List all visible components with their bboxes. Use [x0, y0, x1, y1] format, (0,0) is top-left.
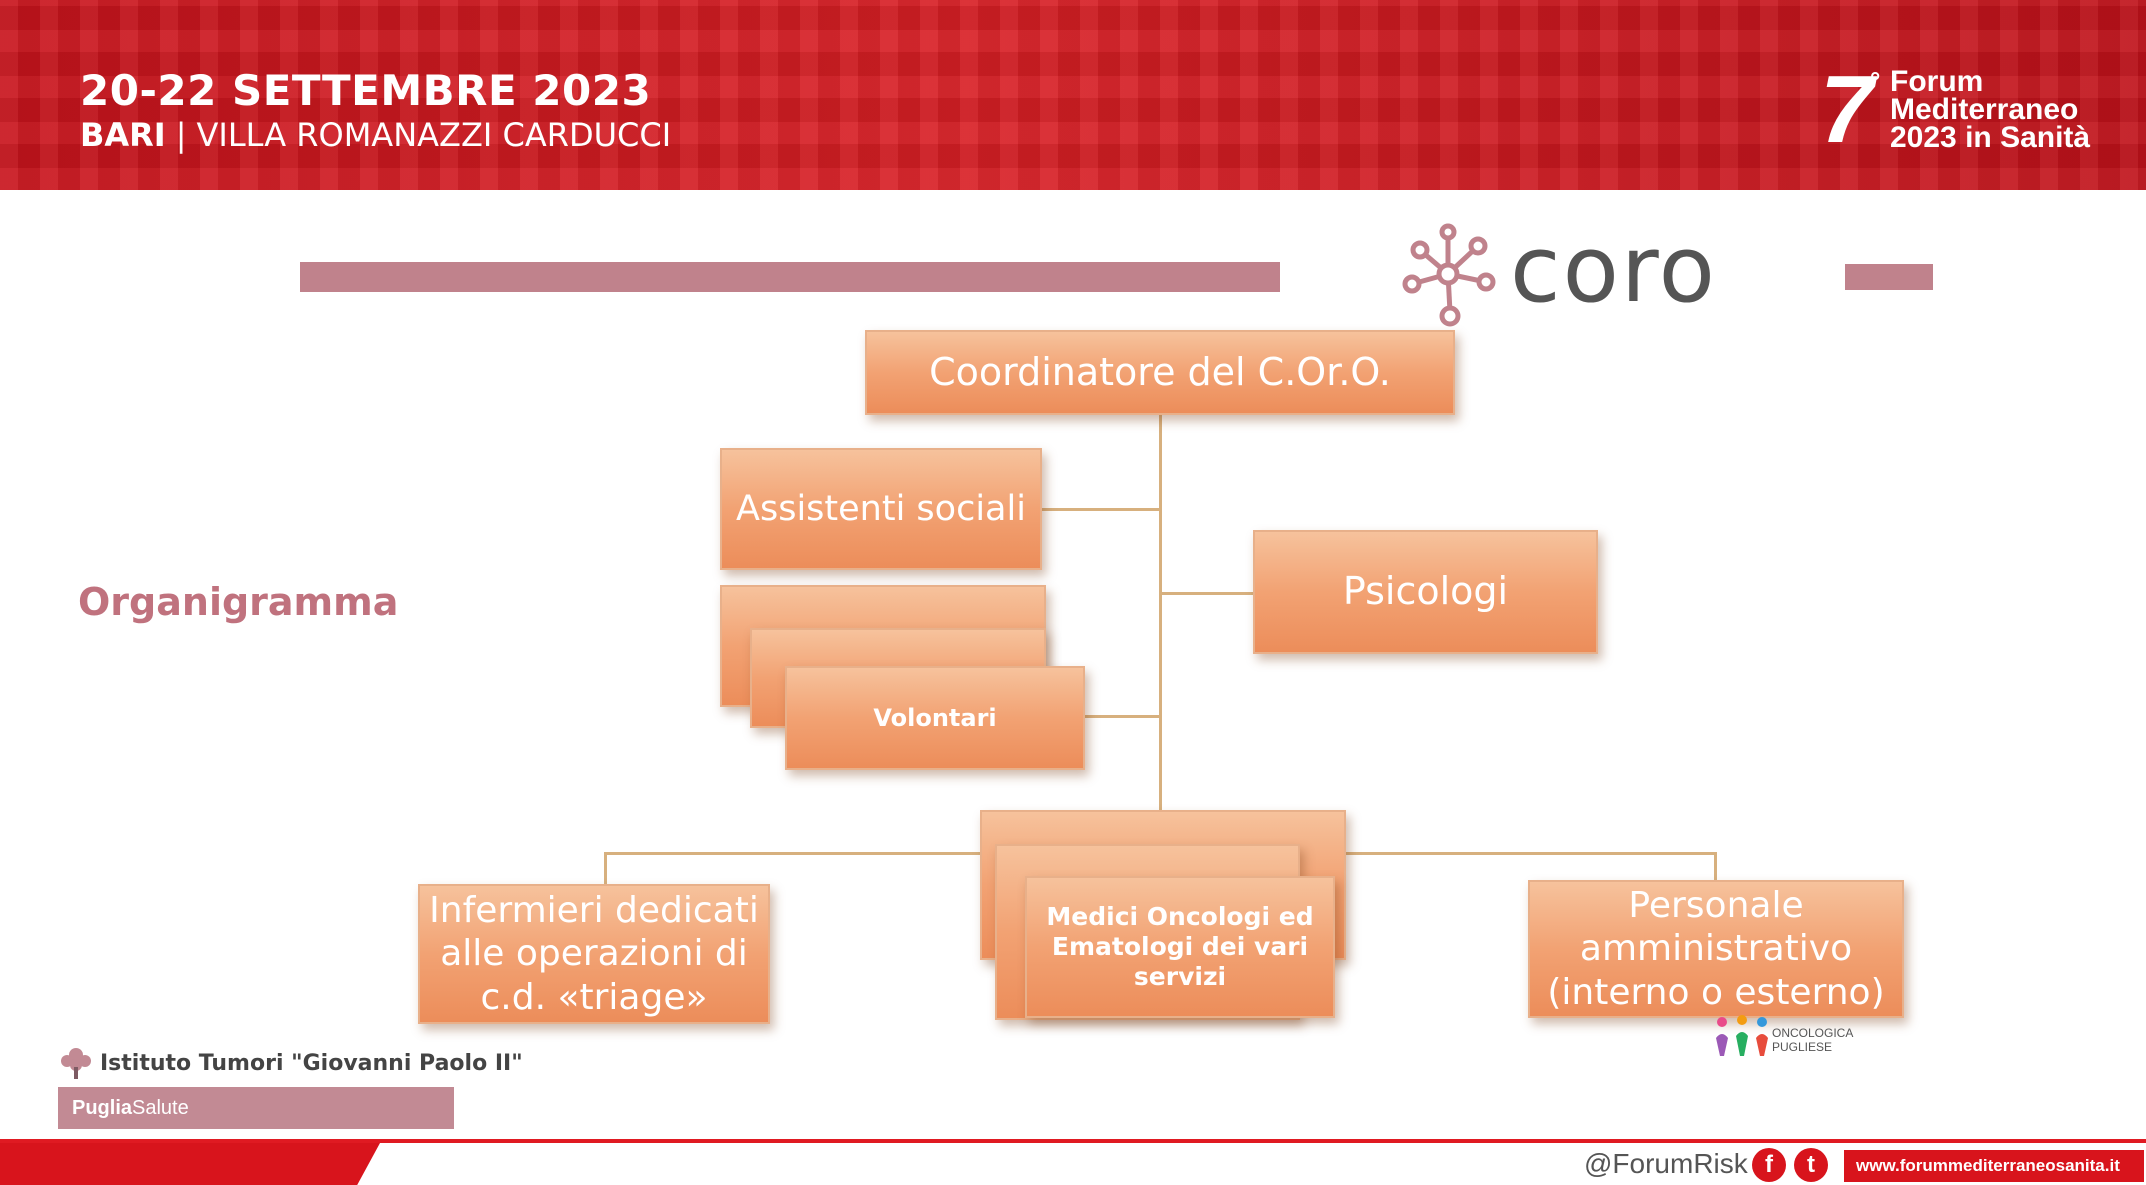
footer-red-band — [0, 1143, 380, 1185]
event-dates: 20-22 SETTEMBRE 2023 — [80, 66, 652, 115]
network-nodes-icon — [1402, 223, 1496, 327]
connector-personale-drop — [1714, 852, 1717, 882]
forum-title-line3: 2023 in Sanità — [1890, 121, 2091, 154]
rete-line2: PUGLIESE — [1772, 1040, 1833, 1054]
connector-volontari — [1046, 715, 1160, 718]
footer-social-handle[interactable]: @ForumRisk — [1584, 1148, 1748, 1179]
org-node-medici: Medici Oncologi ed Ematologi dei vari se… — [1025, 876, 1335, 1018]
event-city: BARI — [80, 116, 166, 154]
connector-assistenti — [1042, 508, 1160, 511]
facebook-icon[interactable]: f — [1752, 1148, 1786, 1182]
event-location: BARI|VILLA ROMANAZZI CARDUCCI — [80, 116, 671, 154]
connector-psicologi — [1160, 592, 1253, 595]
forum-degree-sign: ° — [1870, 66, 1881, 96]
org-node-infermieri: Infermieri dedicati alle operazioni di c… — [418, 884, 770, 1024]
rete-oncologica-logo: ONCOLOGICA PUGLIESE — [1712, 1012, 1892, 1072]
slide-side-title: Organigramma — [78, 580, 399, 624]
rete-oncologica-figures-icon — [1716, 1015, 1768, 1056]
event-venue: VILLA ROMANAZZI CARDUCCI — [196, 116, 672, 154]
footer-divider — [0, 1139, 2146, 1143]
title-accent-bar-right — [1845, 264, 1933, 290]
org-node-coordinator: Coordinatore del C.Or.O. — [865, 330, 1455, 415]
rete-line1: ONCOLOGICA — [1772, 1026, 1854, 1040]
org-node-assistenti-sociali: Assistenti sociali — [720, 448, 1042, 570]
coro-logo: coro — [1390, 216, 1740, 332]
footer-website-link[interactable]: www.forummediterraneosanita.it — [1844, 1150, 2144, 1182]
event-header-banner: 20-22 SETTEMBRE 2023 BARI|VILLA ROMANAZZ… — [0, 0, 2146, 190]
forum-title-line1: Forum — [1890, 65, 1984, 98]
rete-oncologica-text: ONCOLOGICA PUGLIESE — [1772, 1026, 1853, 1054]
istituto-name: Istituto Tumori "Giovanni Paolo II" — [100, 1051, 523, 1076]
org-node-psicologi: Psicologi — [1253, 530, 1598, 654]
puglia-salute-bold: Puglia — [72, 1097, 133, 1119]
org-node-volontari: Volontari — [785, 666, 1085, 770]
title-accent-bar-left — [300, 262, 1280, 292]
coro-wordmark: coro — [1510, 216, 1717, 323]
location-separator: | — [175, 116, 187, 154]
puglia-salute-label: PugliaSalute — [72, 1097, 189, 1120]
connector-infermieri-drop — [604, 852, 607, 886]
istituto-tree-icon — [61, 1048, 91, 1079]
puglia-salute-bar — [58, 1087, 454, 1129]
org-node-personale-amministrativo: Personale amministrativo (interno o este… — [1528, 880, 1904, 1018]
forum-title: Forum Mediterraneo 2023 in Sanità — [1890, 65, 2091, 154]
puglia-salute-rest: Salute — [132, 1097, 189, 1119]
connector-trunk — [1159, 415, 1162, 855]
forum-edition-number: 7 — [1820, 56, 1874, 163]
twitter-icon[interactable]: t — [1794, 1148, 1828, 1182]
forum-title-line2: Mediterraneo — [1890, 93, 2079, 126]
